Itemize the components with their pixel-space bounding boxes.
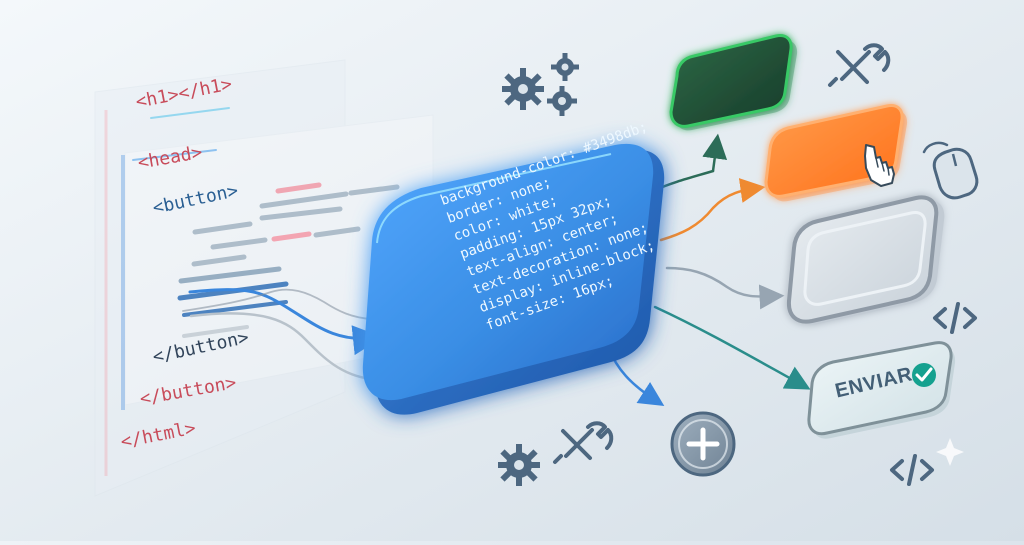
wrench-screwdriver-icon-bottom (553, 421, 614, 464)
gear-icon-bottom (498, 444, 540, 486)
code-brackets-icon-right (933, 302, 977, 334)
gear-cluster-icon-top (502, 53, 579, 116)
connector-arrows (182, 133, 811, 407)
gray-button-visual (786, 195, 945, 325)
send-button-visual (807, 341, 956, 439)
checkmark-icon (915, 367, 933, 382)
wrench-screwdriver-icon-top (828, 43, 891, 87)
sparkle-icon (936, 438, 964, 466)
green-button-visual (669, 34, 798, 131)
mouse-icon (922, 141, 979, 200)
code-brackets-icon-bottom (890, 454, 934, 486)
code-lines-layer (132, 107, 400, 338)
plus-circle-icon (670, 411, 736, 477)
css-panel-visual (362, 143, 665, 415)
hand-cursor-icon (864, 144, 895, 187)
